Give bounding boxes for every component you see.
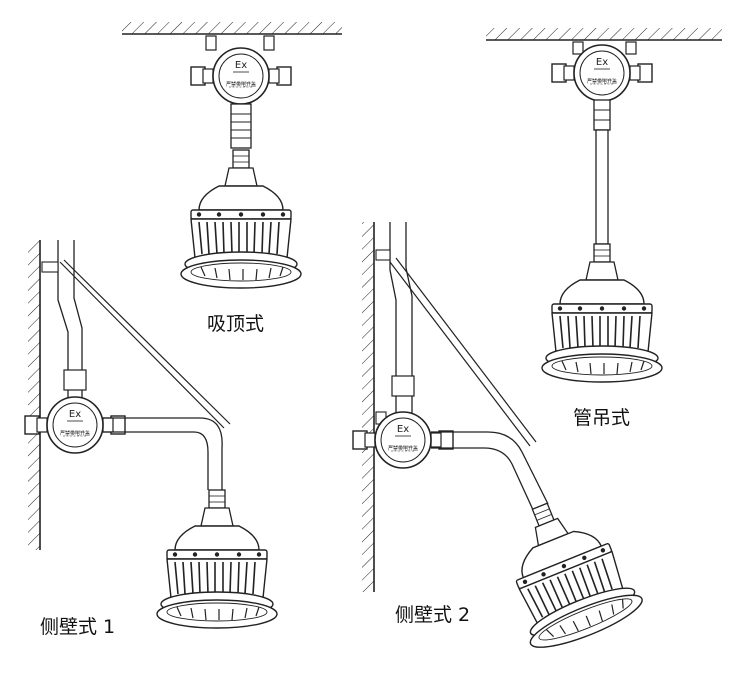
jbox-mark: Ex <box>397 424 409 435</box>
wall-hatch <box>362 222 374 592</box>
ceiling-hatch <box>486 28 722 40</box>
ceiling-mount-assembly <box>122 22 342 289</box>
pipe-pendant-assembly <box>486 28 722 383</box>
jbox-sublabel: 严禁带电开盖 <box>226 81 256 88</box>
jbox-mark: Ex <box>69 409 81 420</box>
ceiling-hatch <box>122 22 342 34</box>
lamp-head <box>156 489 278 629</box>
jbox-sublabel: 严禁带电开盖 <box>388 445 418 452</box>
lamp-head <box>180 149 302 289</box>
suspension-pipe <box>595 129 609 245</box>
wall-mount-2-assembly <box>352 222 648 658</box>
label-wall-mount-1: 侧壁式 1 <box>40 616 116 638</box>
jbox-sublabel: 严禁带电开盖 <box>587 78 617 85</box>
jbox-mark: Ex <box>235 60 247 71</box>
support-rod <box>389 261 531 447</box>
label-pipe-pendant: 管吊式 <box>573 407 631 429</box>
lamp-head <box>483 482 648 658</box>
junction-box <box>190 47 292 105</box>
junction-box <box>551 44 653 102</box>
wall-hatch <box>28 240 40 550</box>
jbox-mark: Ex <box>596 57 608 68</box>
label-wall-mount-2: 侧壁式 2 <box>395 604 471 626</box>
lamp-head <box>541 243 663 383</box>
support-rod <box>59 261 225 429</box>
jbox-sublabel: 严禁带电开盖 <box>60 430 90 437</box>
label-ceiling-mount: 吸顶式 <box>207 313 265 335</box>
wall-mount-1-assembly <box>24 240 278 629</box>
